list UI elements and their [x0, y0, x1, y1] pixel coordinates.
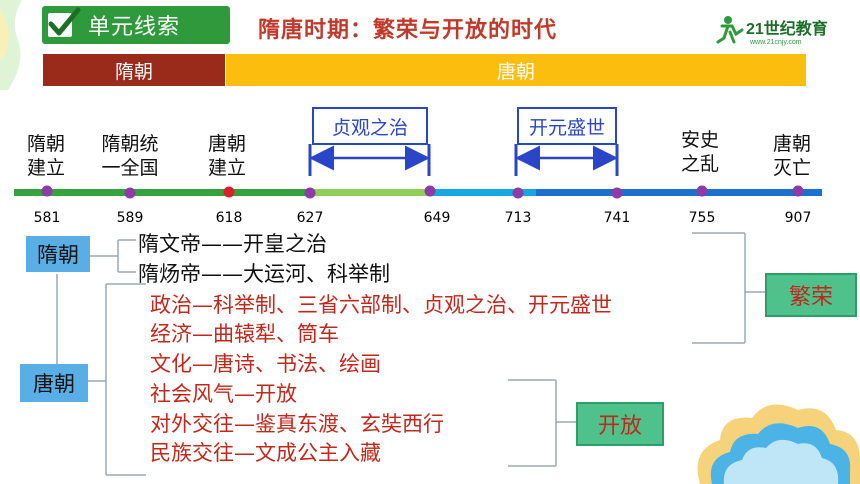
tang-bracket	[88, 283, 146, 476]
year-label: 581	[34, 210, 61, 226]
year-label: 589	[117, 210, 144, 226]
timeline-segment-mid	[430, 189, 536, 196]
timeline-segment-early	[14, 189, 310, 196]
year-label: 713	[505, 210, 532, 226]
tang-item: 经济—曲辕犁、筒车	[150, 322, 339, 346]
timeline-point-618	[223, 186, 235, 198]
event-tang-founded: 唐朝建立	[207, 133, 246, 179]
timeline-point-649	[424, 185, 436, 197]
period-zhenguan: 贞观之治	[312, 107, 428, 145]
year-label: 618	[216, 210, 243, 226]
sui-item: 隋文帝——开皇之治	[138, 232, 327, 256]
timeline-point-755	[696, 185, 708, 197]
event-tang-fall: 唐朝灭亡	[772, 133, 811, 179]
zhenguan-span-arrow	[308, 144, 431, 176]
prosperity-bracket	[692, 232, 765, 344]
kaiyuan-span-arrow	[514, 144, 619, 176]
timeline-point-589	[124, 187, 136, 199]
timeline-point-741	[611, 187, 623, 199]
brand-logo: 21世纪教育 www.21cnjy.com	[716, 16, 828, 46]
check-icon	[46, 7, 81, 39]
year-label: 907	[785, 210, 812, 226]
prosperity-tag: 繁荣	[765, 273, 857, 317]
timeline-point-581	[41, 185, 53, 197]
year-label: 627	[297, 210, 324, 226]
openness-tag: 开放	[576, 402, 664, 446]
sui-bracket	[90, 239, 136, 273]
event-sui-unification: 隋朝统一全国	[101, 133, 159, 179]
tang-item: 民族交往—文成公主入藏	[150, 441, 381, 465]
logo-url: www.21cnjy.com	[749, 39, 802, 46]
tang-item: 文化—唐诗、书法、绘画	[150, 352, 381, 376]
unit-clue-badge: 单元线索	[42, 6, 230, 44]
dynasty-band-tang: 唐朝	[226, 54, 806, 86]
openness-bracket	[508, 379, 576, 467]
logo-text: 21世纪教育	[746, 19, 828, 38]
event-sui-founded: 隋朝建立	[26, 133, 65, 179]
timeline-point-713	[512, 187, 524, 199]
timeline-point-627	[304, 187, 316, 199]
year-label: 755	[689, 210, 716, 226]
page-title: 隋唐时期：繁荣与开放的时代	[258, 18, 558, 43]
tang-item: 社会风气—开放	[150, 382, 297, 406]
timeline-point-907	[792, 185, 804, 197]
period-kaiyuan: 开元盛世	[517, 107, 617, 145]
dynasty-band-sui: 隋朝	[43, 54, 225, 86]
sui-dynasty-box: 隋朝	[26, 236, 90, 272]
year-label: 649	[424, 210, 451, 226]
cloud-decoration	[697, 404, 860, 484]
timeline-segment-late	[536, 189, 822, 196]
event-an-shi-rebellion: 安史之乱	[680, 129, 719, 175]
timeline-segment-zhenguan	[310, 189, 430, 196]
tang-item: 对外交往—鉴真东渡、玄奘西行	[150, 412, 444, 436]
tang-item: 政治—科举制、三省六部制、贞观之治、开元盛世	[150, 293, 612, 317]
sui-item: 隋炀帝——大运河、科举制	[138, 262, 390, 286]
corner-decoration	[0, 0, 22, 90]
year-label: 741	[604, 210, 631, 226]
tang-dynasty-box: 唐朝	[20, 364, 88, 402]
unit-clue-label: 单元线索	[88, 15, 181, 40]
